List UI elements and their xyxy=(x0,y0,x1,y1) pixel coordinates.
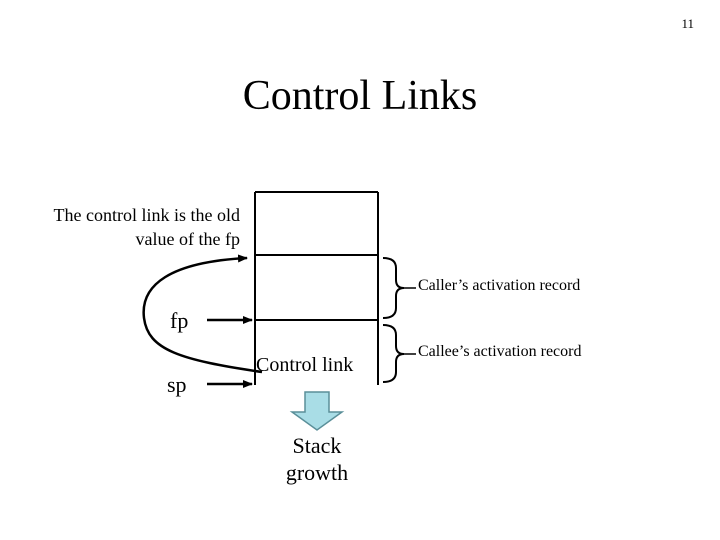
caller-record-label: Caller’s activation record xyxy=(418,277,581,294)
growth-line-2: growth xyxy=(285,460,349,485)
growth-line-1: Stack xyxy=(292,433,342,458)
callee-record-label: Callee’s activation record xyxy=(418,343,582,360)
page-number: 11 xyxy=(681,16,694,31)
callee-brace xyxy=(382,324,405,383)
page-title: Control Links xyxy=(242,73,478,119)
control-link-note: The control link is the old value of the… xyxy=(20,203,240,251)
caller-brace xyxy=(382,257,405,319)
stack-frames xyxy=(254,191,379,385)
stack-growth-label: Stack growth xyxy=(262,432,372,486)
sp-label: sp xyxy=(167,372,187,397)
stack-growth-down-arrow xyxy=(289,391,345,431)
note-line-1: The control link is the old xyxy=(53,205,240,225)
fp-label: fp xyxy=(170,308,189,333)
control-link-curve-arrow xyxy=(142,254,263,374)
note-line-2: value of the fp xyxy=(135,229,240,249)
control-link-label: Control link xyxy=(256,354,354,376)
